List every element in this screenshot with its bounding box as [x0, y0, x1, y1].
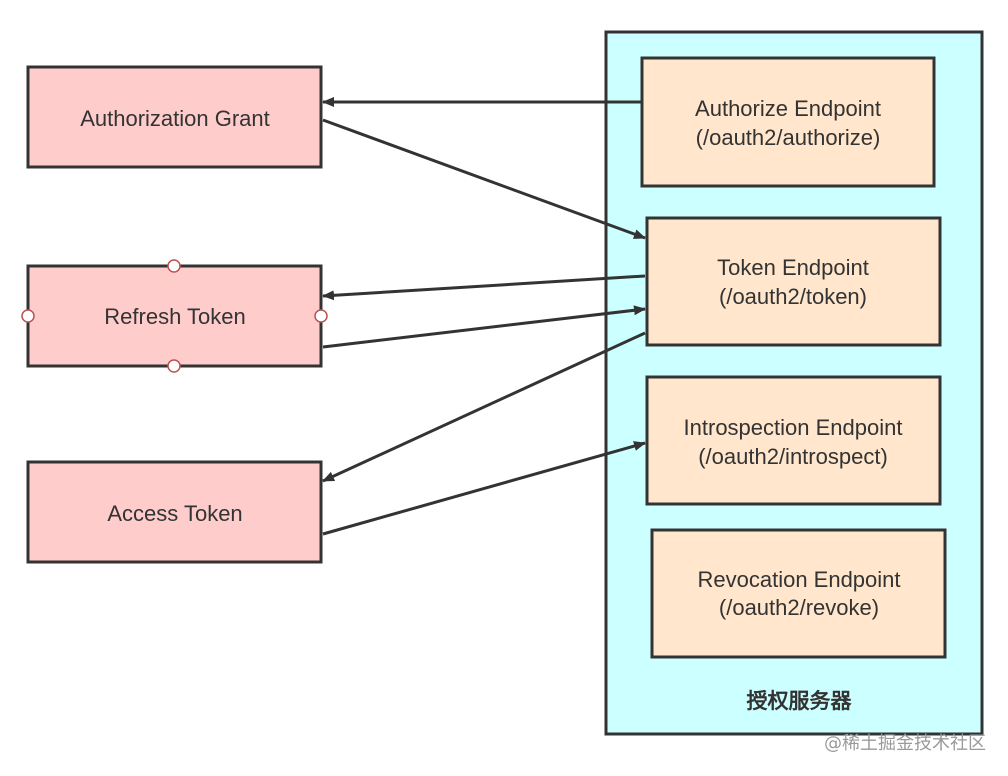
authorization-server-label: 授权服务器 [747, 689, 853, 713]
arrow-grant-to-token[interactable] [322, 118, 646, 240]
refresh-token-box[interactable]: Refresh Token [21, 259, 328, 373]
arrow-token-to-access[interactable] [322, 331, 646, 483]
refresh-token-label: Refresh Token [104, 304, 245, 329]
introspection-endpoint-box[interactable]: Introspection Endpoint (/oauth2/introspe… [645, 375, 942, 506]
token-endpoint-path: (/oauth2/token) [719, 284, 867, 309]
introspection-endpoint-path: (/oauth2/introspect) [698, 444, 888, 469]
authorization-grant-box[interactable]: Authorization Grant [26, 65, 323, 169]
selection-handle-bottom[interactable] [167, 359, 181, 373]
token-endpoint-box[interactable]: Token Endpoint (/oauth2/token) [645, 216, 942, 347]
authorization-grant-label: Authorization Grant [80, 106, 270, 131]
arrow-token-to-refresh[interactable] [322, 274, 646, 301]
selection-handle-top[interactable] [167, 259, 181, 273]
selection-handle-left[interactable] [21, 309, 35, 323]
token-endpoint-name: Token Endpoint [717, 255, 869, 280]
arrow-refresh-to-token[interactable] [322, 305, 646, 349]
watermark: @稀土掘金技术社区 [824, 733, 986, 754]
revocation-endpoint-box[interactable]: Revocation Endpoint (/oauth2/revoke) [650, 528, 947, 659]
access-token-label: Access Token [107, 501, 242, 526]
introspection-endpoint-name: Introspection Endpoint [684, 415, 903, 440]
authorize-endpoint-box[interactable]: Authorize Endpoint (/oauth2/authorize) [640, 56, 936, 188]
authorize-endpoint-path: (/oauth2/authorize) [696, 125, 881, 150]
connectors [322, 97, 646, 536]
access-token-box[interactable]: Access Token [26, 460, 323, 564]
revocation-endpoint-path: (/oauth2/revoke) [719, 595, 879, 620]
authorize-endpoint-name: Authorize Endpoint [695, 96, 881, 121]
revocation-endpoint-name: Revocation Endpoint [697, 567, 900, 592]
arrow-access-to-introspection[interactable] [322, 441, 646, 536]
selection-handle-right[interactable] [314, 309, 328, 323]
